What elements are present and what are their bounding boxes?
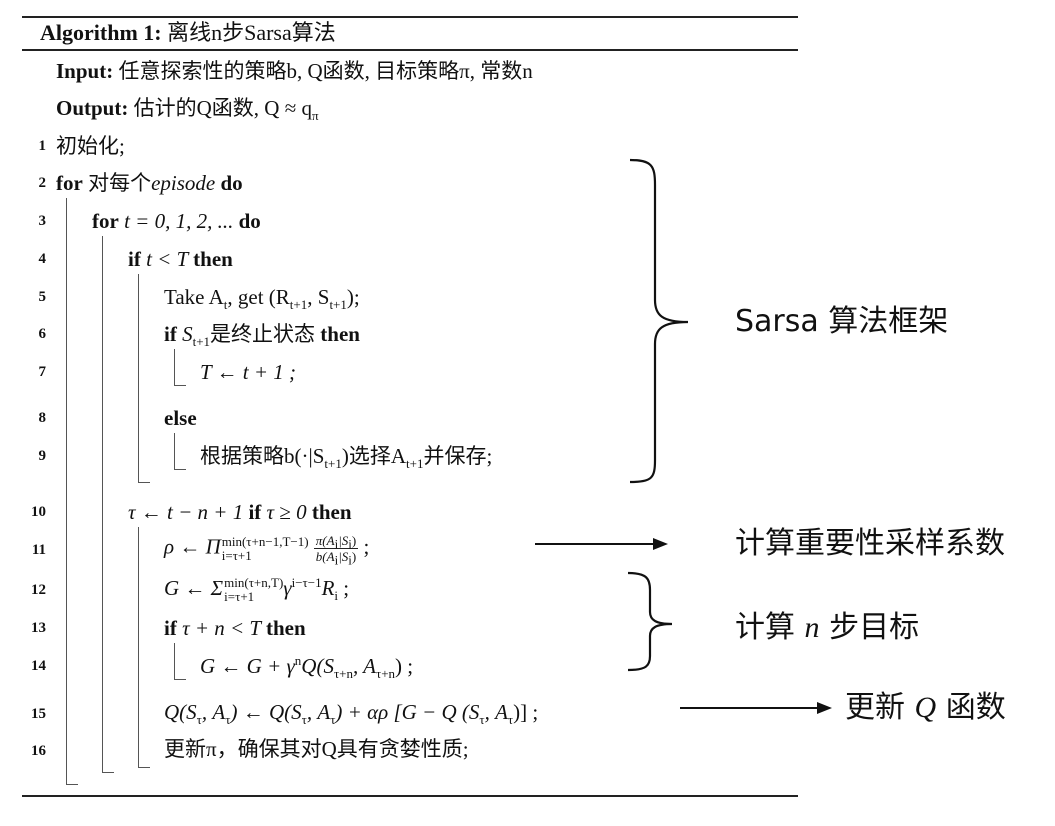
line-2: for 对每个episode do — [56, 171, 243, 195]
line-number: 4 — [38, 251, 47, 267]
indent-bar-if-tau-n — [174, 643, 175, 679]
line-13: if τ + n < T then — [164, 616, 306, 640]
annotation-nstep-target: 计算 n 步目标 — [735, 610, 920, 645]
line-number: 16 — [31, 743, 46, 759]
line-5: Take At, get (Rt+1, St+1); — [164, 285, 360, 313]
line-number: 13 — [31, 620, 46, 636]
line-1: 初始化; — [56, 134, 125, 158]
line-10: τ ← t − n + 1 if τ ≥ 0 then — [128, 500, 352, 524]
importance-arrowhead — [653, 538, 668, 550]
algorithm-title: Algorithm 1: 离线n步Sarsa算法 — [40, 20, 336, 45]
top-rule — [22, 16, 798, 18]
importance-ratio-fraction: π(Ai|Si) b(Ai|Si) — [313, 533, 359, 568]
line-14: G ← G + γnQ(Sτ+n, Aτ+n) ; — [200, 653, 414, 682]
annotation-update-q: 更新 Q 函数 — [845, 690, 1006, 725]
line-16: 更新π，确保其对Q具有贪婪性质; — [164, 737, 469, 761]
indent-foot-if-tau-n — [174, 679, 186, 680]
update-arrowhead — [817, 702, 832, 714]
line-number: 7 — [38, 364, 47, 380]
line-number: 1 — [38, 138, 47, 154]
indent-foot-for-t — [102, 772, 114, 773]
line-number: 9 — [38, 448, 47, 464]
sarsa-brace — [629, 158, 689, 484]
line-3: for t = 0, 1, 2, ... do — [92, 209, 261, 233]
indent-foot-else — [174, 469, 186, 470]
indent-foot-if-terminal — [174, 385, 186, 386]
line-number: 15 — [31, 706, 46, 722]
line-9: 根据策略b(·|St+1)选择At+1并保存; — [200, 444, 493, 472]
line-number: 5 — [38, 289, 47, 305]
line-number: 10 — [31, 504, 46, 520]
line-number: 14 — [31, 658, 46, 674]
nstep-brace — [627, 571, 673, 672]
line-number: 8 — [38, 410, 47, 426]
indent-foot-for-episode — [66, 784, 78, 785]
indent-bar-for-episode — [66, 198, 67, 784]
output-line: Output: 估计的Q函数, Q ≈ qπ — [56, 96, 319, 124]
line-number: 6 — [38, 326, 47, 342]
indent-bar-if-t-lt-T — [138, 274, 139, 482]
line-number: 12 — [31, 582, 46, 598]
line-number: 2 — [38, 175, 47, 191]
input-line: Input: 任意探索性的策略b, Q函数, 目标策略π, 常数n — [56, 59, 533, 83]
header-rule — [22, 49, 798, 51]
line-4: if t < T then — [128, 247, 233, 271]
indent-bar-else — [174, 433, 175, 469]
indent-foot-if-t-lt-T — [138, 482, 150, 483]
annotation-importance-sampling: 计算重要性采样系数 — [735, 526, 1005, 561]
bottom-rule — [22, 795, 798, 797]
line-number: 3 — [38, 213, 47, 229]
line-8: else — [164, 406, 197, 430]
indent-foot-if-tau — [138, 767, 150, 768]
indent-bar-if-tau — [138, 527, 139, 767]
indent-bar-for-t — [102, 236, 103, 772]
line-15: Q(Sτ, Aτ) ← Q(Sτ, Aτ) + αρ [G − Q (Sτ, A… — [164, 700, 539, 728]
annotation-sarsa-framework: Sarsa 算法框架 — [735, 304, 949, 339]
indent-bar-if-terminal — [174, 349, 175, 385]
line-6: if St+1是终止状态 then — [164, 322, 360, 350]
line-number: 11 — [31, 542, 46, 558]
line-7: T ← t + 1 ; — [200, 360, 297, 384]
